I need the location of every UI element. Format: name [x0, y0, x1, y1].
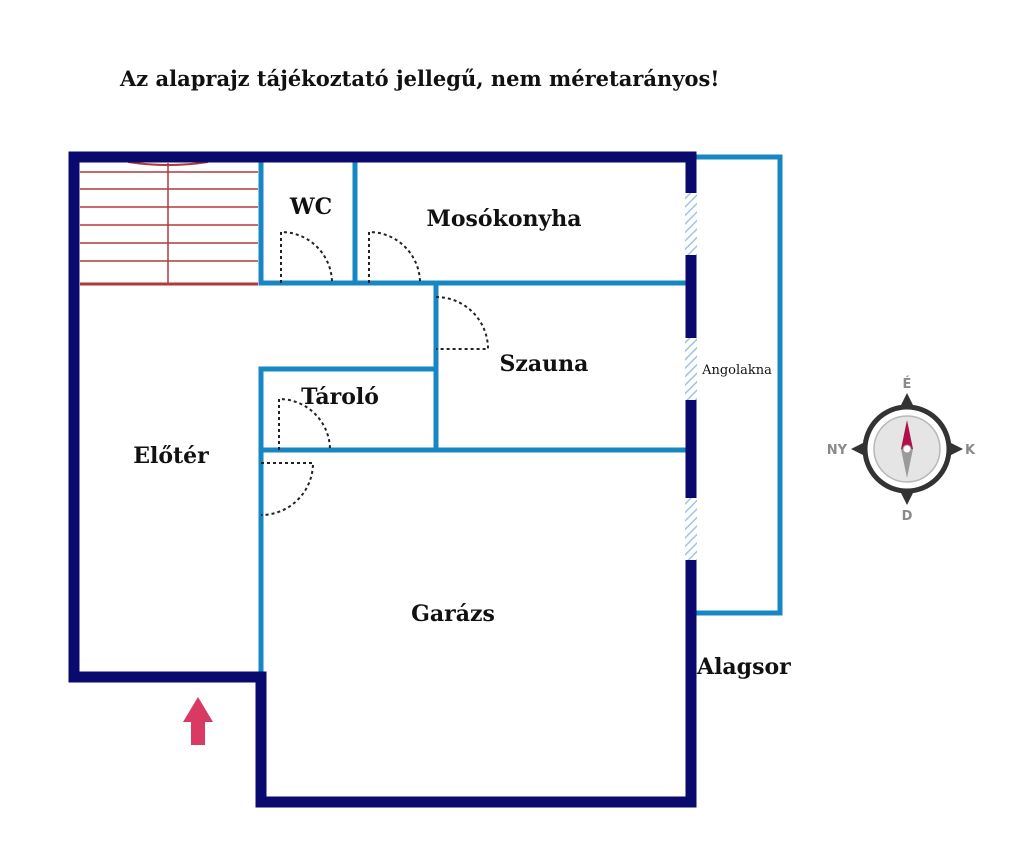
compass-needle-south — [901, 449, 913, 478]
door-storage — [278, 397, 331, 451]
doors — [260, 230, 490, 516]
floor-name-label: Alagsor — [696, 654, 791, 680]
disclaimer-text: Az alaprajz tájékoztató jellegű, nem mér… — [119, 66, 720, 91]
compass-south-label: D — [902, 509, 913, 524]
window-laundry — [685, 193, 697, 255]
room-label-wc: WC — [289, 194, 332, 220]
compass-icon: É D K NY — [827, 376, 976, 524]
outer-wall — [68, 151, 697, 808]
compass-needle-north — [901, 420, 913, 449]
entrance-arrow-icon — [183, 697, 213, 745]
compass-north-label: É — [903, 376, 912, 392]
light-well-outline — [689, 154, 783, 616]
door-sauna — [435, 296, 490, 350]
inner-walls — [258, 157, 692, 675]
room-label-sauna: Szauna — [500, 351, 589, 377]
door-garage — [260, 462, 315, 516]
room-label-garage: Garázs — [411, 601, 495, 627]
door-laundry — [368, 230, 421, 284]
window-garage — [685, 498, 697, 560]
compass-west-label: NY — [827, 443, 848, 458]
door-wc — [280, 230, 333, 284]
room-label-laundry: Mosókonyha — [426, 206, 581, 232]
stairs — [80, 161, 258, 286]
compass-east-label: K — [965, 443, 976, 458]
room-label-storage: Tároló — [301, 384, 379, 410]
room-label-hall: Előtér — [133, 443, 209, 469]
window-sauna — [685, 338, 697, 400]
room-label-light-well: Angolakna — [701, 363, 772, 378]
